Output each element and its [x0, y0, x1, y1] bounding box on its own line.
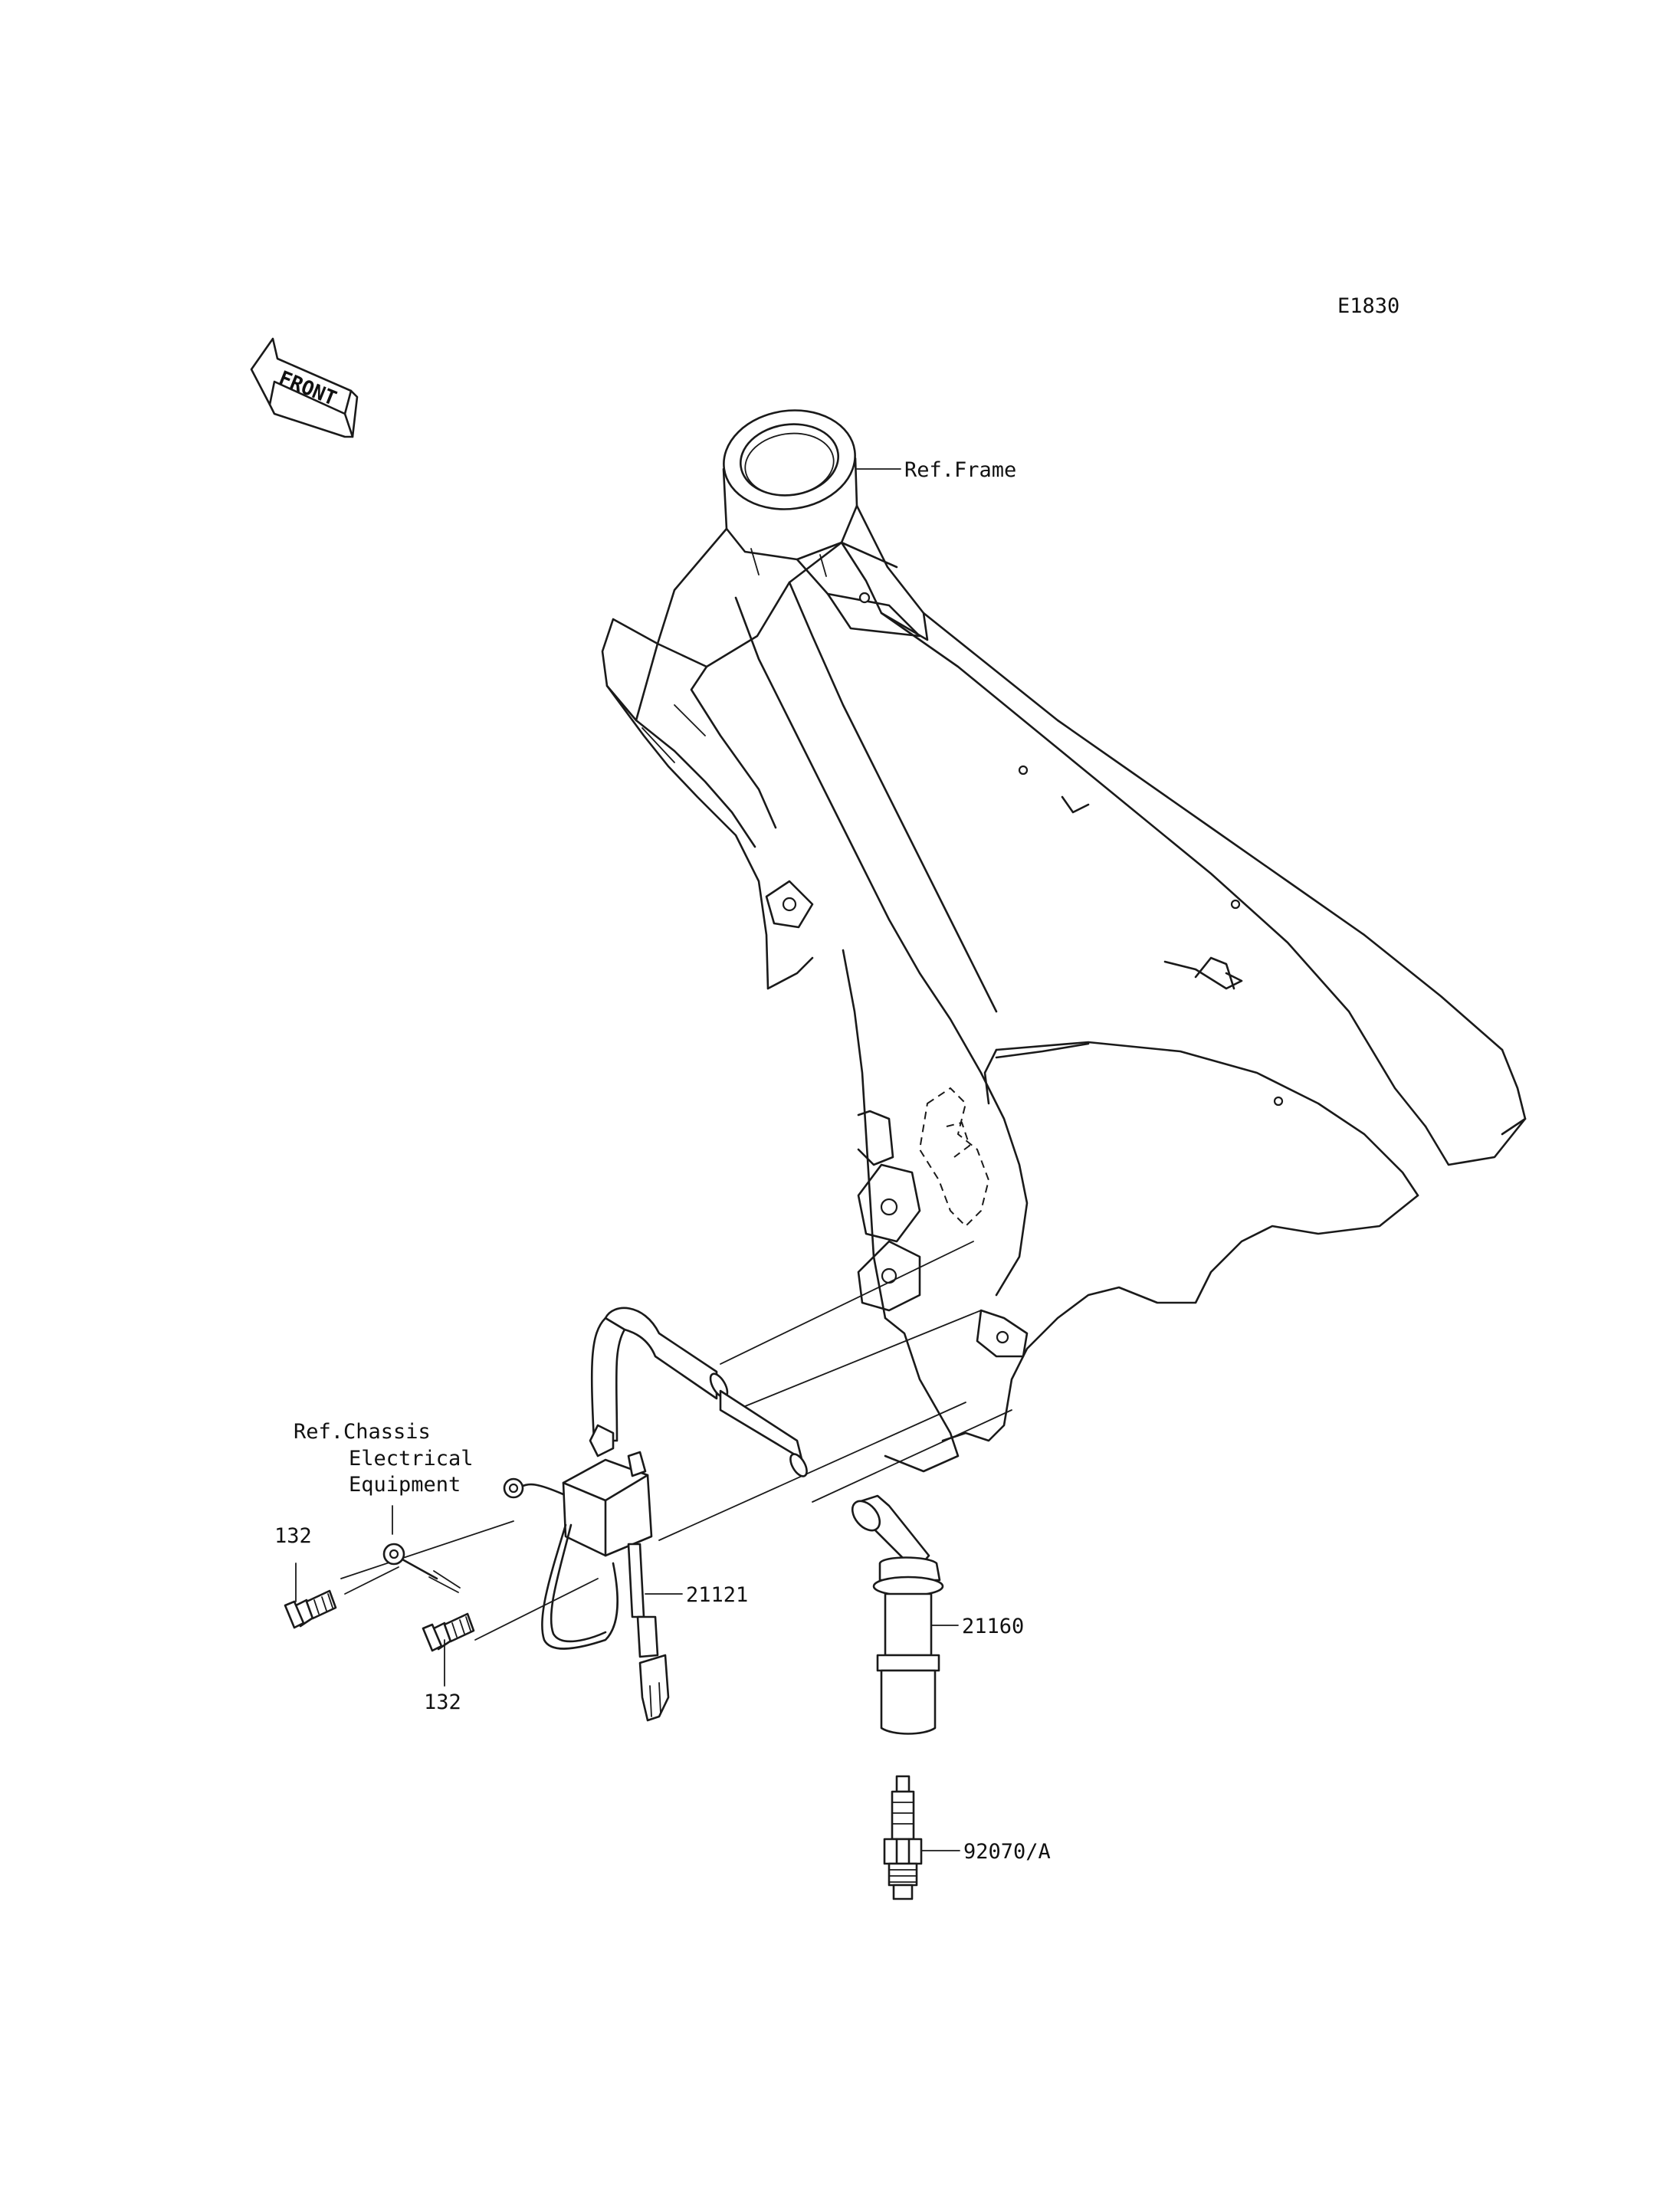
callout-ref-frame: Ref.Frame — [904, 458, 1016, 482]
bolt-right — [422, 1612, 475, 1652]
callout-coil: 21121 — [686, 1583, 748, 1607]
callout-bolt-right: 132 — [424, 1690, 461, 1714]
callout-spark-plug: 92070/A — [963, 1840, 1051, 1864]
ignition-coil — [503, 1307, 808, 1722]
bolt-left — [284, 1589, 337, 1629]
front-arrow-icon: FRONT — [250, 337, 359, 438]
callout-bolt-left: 132 — [274, 1524, 312, 1548]
callout-leaders — [295, 468, 960, 1851]
callout-ref-chassis-2: Electrical — [349, 1447, 474, 1471]
diagram-code: E1830 — [1337, 294, 1399, 318]
frame — [601, 409, 1527, 1473]
callout-ref-chassis-3: Equipment — [349, 1473, 461, 1497]
spark-plug-cap — [851, 1494, 944, 1735]
callout-plug-cap: 21160 — [962, 1615, 1024, 1638]
front-label: FRONT — [275, 367, 340, 411]
chassis-ground-terminal — [382, 1543, 461, 1593]
callout-ref-chassis-1: Ref.Chassis — [294, 1420, 431, 1444]
assembly-lines — [340, 1241, 1012, 1641]
spark-plug — [883, 1775, 923, 1900]
